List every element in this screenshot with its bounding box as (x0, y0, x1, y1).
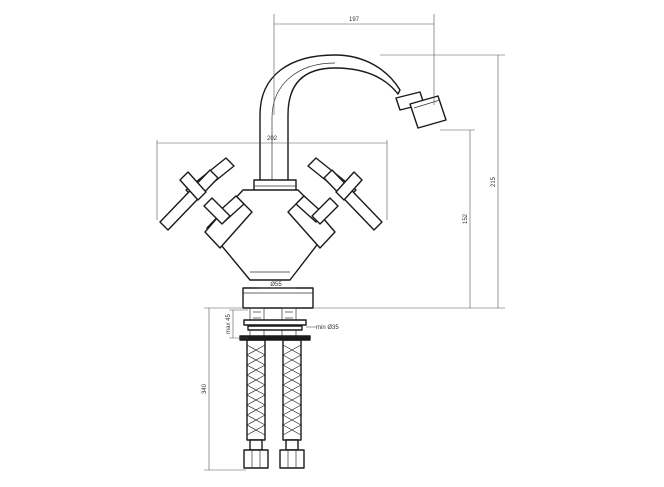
dimension-hole-diameter: min Ø35 (306, 325, 339, 331)
left-supply-hose (246, 339, 266, 441)
dim-label-max-thickness: max 45 (226, 314, 232, 334)
left-hose-nut (243, 439, 269, 469)
right-supply-hose (282, 339, 302, 441)
dim-label-handle-span: 202 (267, 136, 278, 142)
spout-aerator (395, 91, 447, 129)
right-hose-nut (279, 439, 305, 469)
dim-label-spout-reach: 197 (349, 17, 360, 23)
mounting-studs (239, 307, 311, 341)
dimension-max-thickness: max 45 (226, 309, 248, 339)
dim-label-hose-length: 340 (202, 383, 208, 394)
spout-collar (253, 179, 297, 193)
dimension-total-height: 215 (313, 54, 505, 309)
dim-label-total-height: 215 (491, 176, 497, 187)
left-cross-handle (159, 157, 235, 231)
dimension-handle-span: 202 (156, 136, 388, 220)
dimension-spout-reach: 197 (273, 14, 435, 115)
dim-label-hole-diameter: min Ø35 (316, 325, 339, 331)
spout (259, 54, 401, 183)
dimension-spout-height: 152 (440, 129, 475, 308)
faucet-base (242, 287, 314, 309)
dim-label-spout-height: 152 (463, 213, 469, 224)
dimension-hose-length: 340 (202, 307, 246, 471)
dimension-base-diameter: Ø55 (258, 282, 296, 289)
dim-label-base-diameter: Ø55 (270, 282, 282, 288)
right-cross-handle (307, 157, 383, 231)
